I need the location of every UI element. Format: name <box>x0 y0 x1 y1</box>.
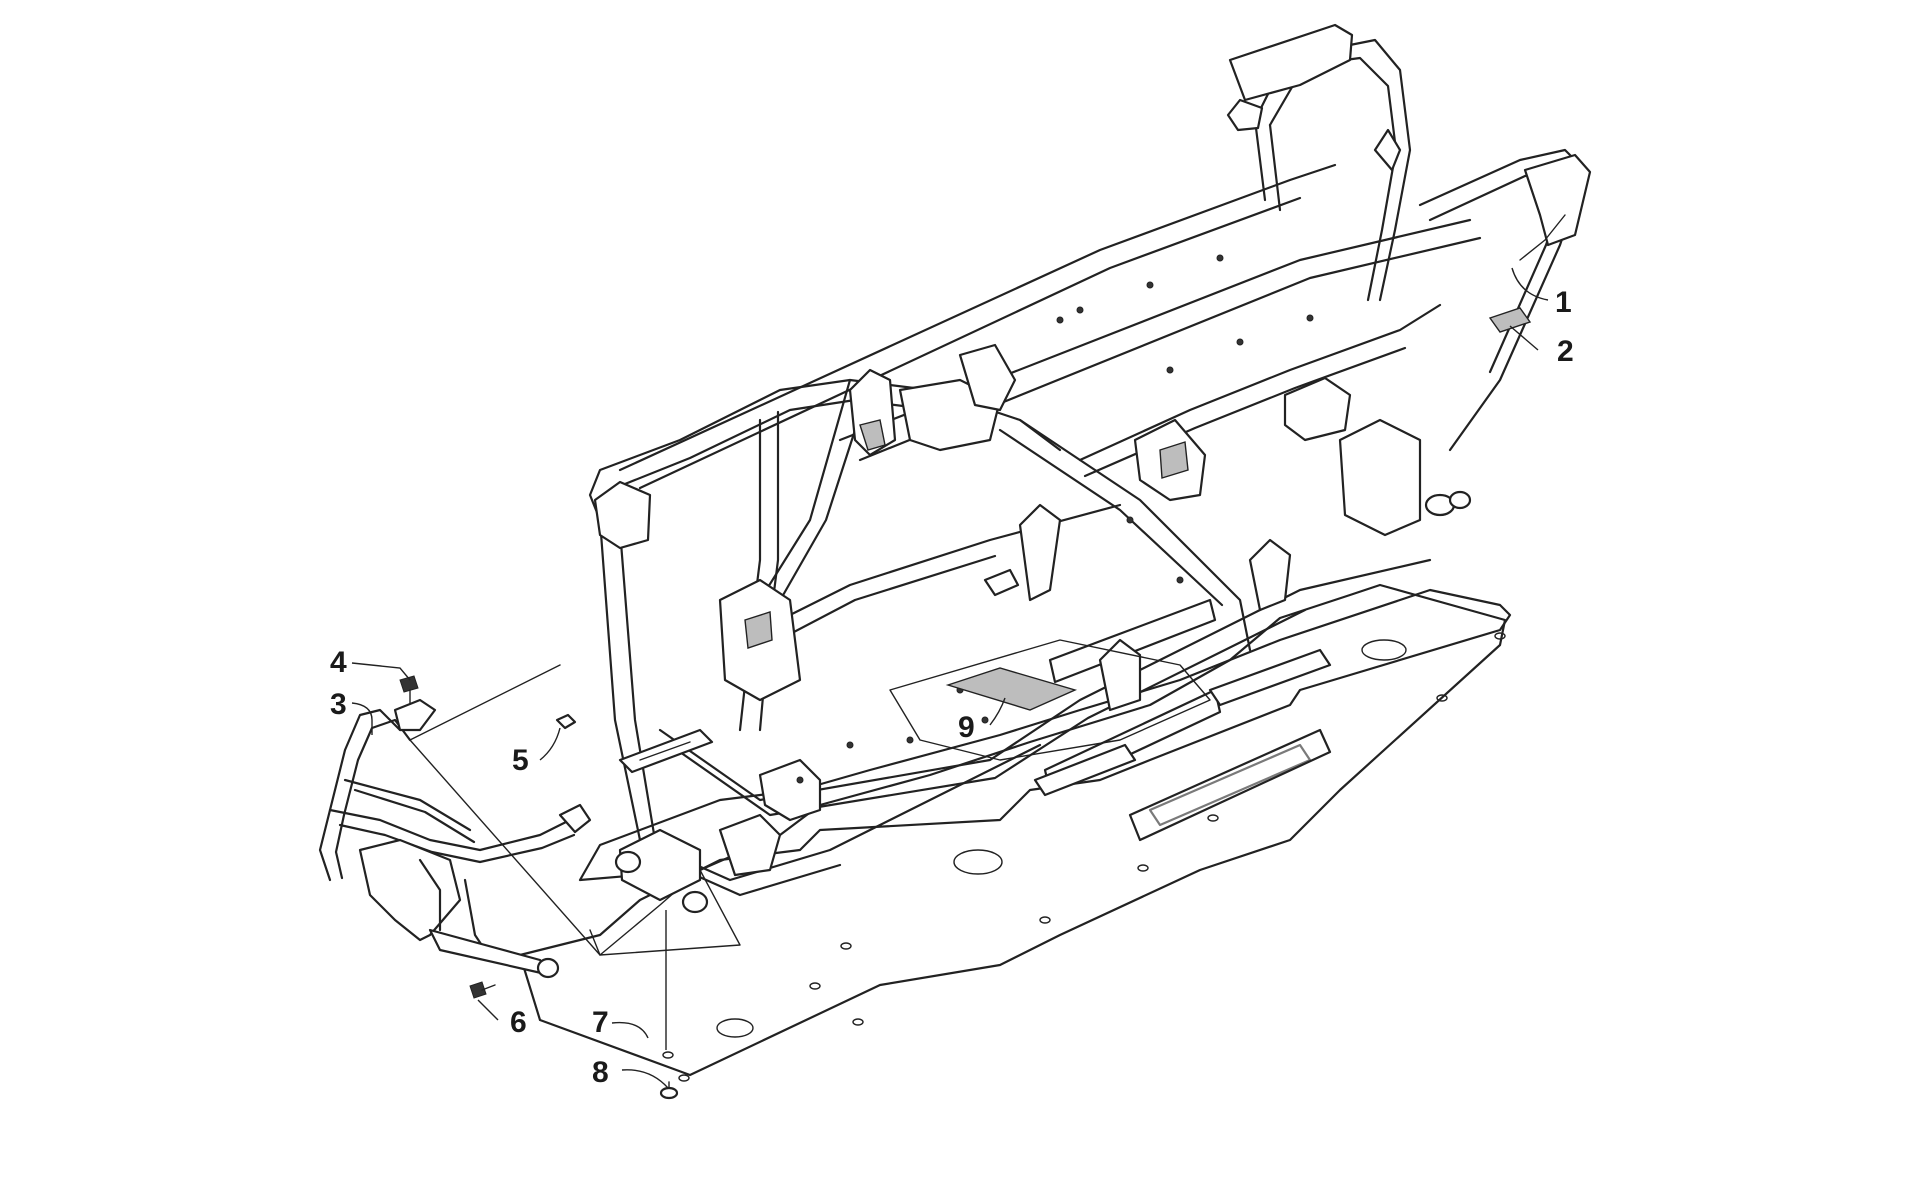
skid-plate-screw <box>659 1081 679 1100</box>
leader-lines <box>351 267 1549 1089</box>
bumper-bolt <box>399 675 419 705</box>
callout-3: 3 <box>330 688 347 721</box>
vin-decal <box>1488 307 1532 333</box>
front-bumper <box>318 698 592 979</box>
bolt <box>469 981 496 999</box>
callout-7: 7 <box>592 1006 609 1039</box>
callout-6: 6 <box>510 1006 527 1039</box>
main-frame <box>588 23 1592 914</box>
callout-1: 1 <box>1555 286 1572 319</box>
callout-5: 5 <box>512 744 529 777</box>
callout-9: 9 <box>958 711 975 744</box>
callout-8: 8 <box>592 1056 609 1089</box>
callout-labels: 1 2 3 4 5 6 7 8 9 <box>330 286 1574 1089</box>
floor-decal <box>945 667 1078 711</box>
callout-4: 4 <box>330 646 347 679</box>
nut <box>555 713 577 730</box>
callout-2: 2 <box>1557 335 1574 368</box>
